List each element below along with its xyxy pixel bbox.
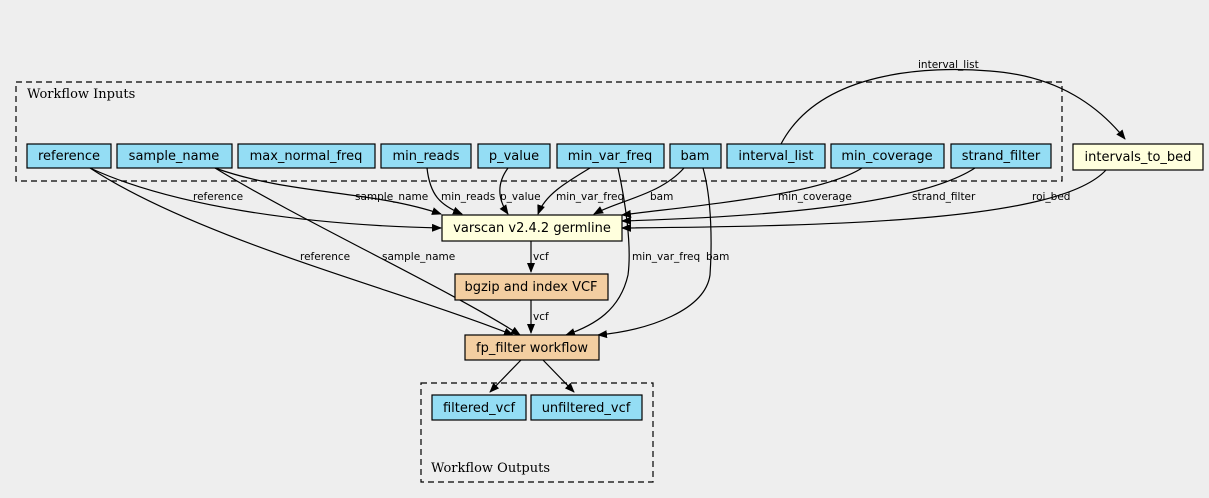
edge-sample-name-to-fp-filter: sample_name [214, 167, 521, 336]
node-label-max-normal-freq: max_normal_freq [250, 149, 363, 164]
node-intervals-to-bed[interactable]: intervals_to_bed [1072, 143, 1204, 171]
edge-interval-list-to-intervals-to-bed: interval_list [780, 59, 1126, 145]
workflow-outputs-cluster: Workflow Outputs [420, 382, 654, 483]
edge-fp-filter-to-filtered-vcf [489, 359, 522, 393]
node-label-bam: bam [681, 149, 710, 164]
edge-label-reference: reference [193, 191, 243, 203]
edge-min-reads-to-varscan: min_reads [426, 167, 495, 215]
node-label-filtered-vcf: filtered_vcf [443, 401, 516, 416]
edge-label-p-value: p_value [500, 191, 541, 203]
node-label-min-reads: min_reads [392, 149, 459, 164]
node-label-p-value: p_value [489, 149, 539, 164]
node-fp-filter[interactable]: fp_filter workflow [464, 334, 600, 361]
node-min-var-freq[interactable]: min_var_freq [556, 143, 665, 169]
edge-label-vcf-bgzip: vcf [533, 311, 549, 323]
edge-label-interval-list: interval_list [918, 59, 979, 71]
edge-label-vcf-varscan: vcf [533, 251, 549, 263]
edge-min-coverage-to-varscan: min_coverage [621, 167, 863, 218]
edge-label-bam-fp: bam [706, 251, 729, 263]
edge-label-min-var-freq: min_var_freq [556, 191, 624, 203]
node-label-intervals-to-bed: intervals_to_bed [1085, 150, 1192, 165]
edge-p-value-to-varscan: p_value [499, 167, 541, 215]
node-label-strand-filter: strand_filter [962, 149, 1041, 164]
edge-label-sample-name-fp: sample_name [382, 251, 455, 263]
edge-bam-to-varscan: bam [593, 167, 685, 215]
node-sample-name[interactable]: sample_name [116, 143, 233, 169]
edge-label-sample-name: sample_name [355, 191, 428, 203]
node-bam[interactable]: bam [669, 143, 722, 169]
edge-fp-filter-to-unfiltered-vcf [542, 359, 575, 393]
node-min-coverage[interactable]: min_coverage [830, 143, 945, 169]
node-max-normal-freq[interactable]: max_normal_freq [237, 143, 376, 169]
workflow-outputs-label: Workflow Outputs [431, 461, 550, 476]
workflow-inputs-cluster: Workflow Inputs [15, 81, 1063, 182]
node-label-varscan: varscan v2.4.2 germline [453, 221, 611, 236]
edge-label-bam: bam [650, 191, 673, 203]
edge-label-min-reads: min_reads [441, 191, 495, 203]
edge-bgzip-to-fp-filter: vcf [527, 300, 549, 334]
edge-reference-to-fp-filter: reference [89, 167, 514, 336]
edge-sample-name-to-varscan: sample_name [214, 167, 442, 215]
node-label-fp-filter: fp_filter workflow [476, 341, 588, 356]
node-label-reference: reference [38, 149, 100, 164]
edge-min-var-freq-to-fp-filter: min_var_freq [565, 167, 700, 336]
node-label-min-coverage: min_coverage [841, 149, 932, 164]
node-varscan[interactable]: varscan v2.4.2 germline [441, 214, 623, 242]
node-label-interval-list: interval_list [738, 149, 813, 164]
workflow-inputs-label: Workflow Inputs [27, 87, 135, 102]
edge-bam-to-fp-filter: bam [597, 167, 729, 339]
edge-label-reference-fp: reference [300, 251, 350, 263]
node-strand-filter[interactable]: strand_filter [950, 143, 1052, 169]
edge-label-min-coverage: min_coverage [778, 191, 852, 203]
node-p-value[interactable]: p_value [477, 143, 551, 169]
node-label-unfiltered-vcf: unfiltered_vcf [542, 401, 631, 416]
node-reference[interactable]: reference [26, 143, 112, 169]
node-label-bgzip: bgzip and index VCF [464, 280, 597, 295]
edge-label-min-var-freq-fp: min_var_freq [632, 251, 700, 263]
node-filtered-vcf[interactable]: filtered_vcf [431, 394, 527, 421]
node-min-reads[interactable]: min_reads [380, 143, 472, 169]
edge-intervals-to-bed-to-varscan: roi_bed [621, 169, 1107, 232]
node-bgzip[interactable]: bgzip and index VCF [454, 273, 609, 301]
edge-label-roi-bed: roi_bed [1032, 191, 1070, 203]
edge-strand-filter-to-varscan: strand_filter [621, 167, 976, 225]
node-unfiltered-vcf[interactable]: unfiltered_vcf [530, 394, 643, 421]
node-label-sample-name: sample_name [129, 149, 220, 164]
edge-reference-to-varscan: reference [89, 167, 442, 232]
edge-varscan-to-bgzip: vcf [527, 241, 549, 273]
node-interval-list[interactable]: interval_list [726, 143, 826, 169]
edge-label-strand-filter: strand_filter [912, 191, 976, 203]
edge-min-var-freq-to-varscan: min_var_freq [537, 167, 624, 215]
node-label-min-var-freq: min_var_freq [568, 149, 652, 164]
